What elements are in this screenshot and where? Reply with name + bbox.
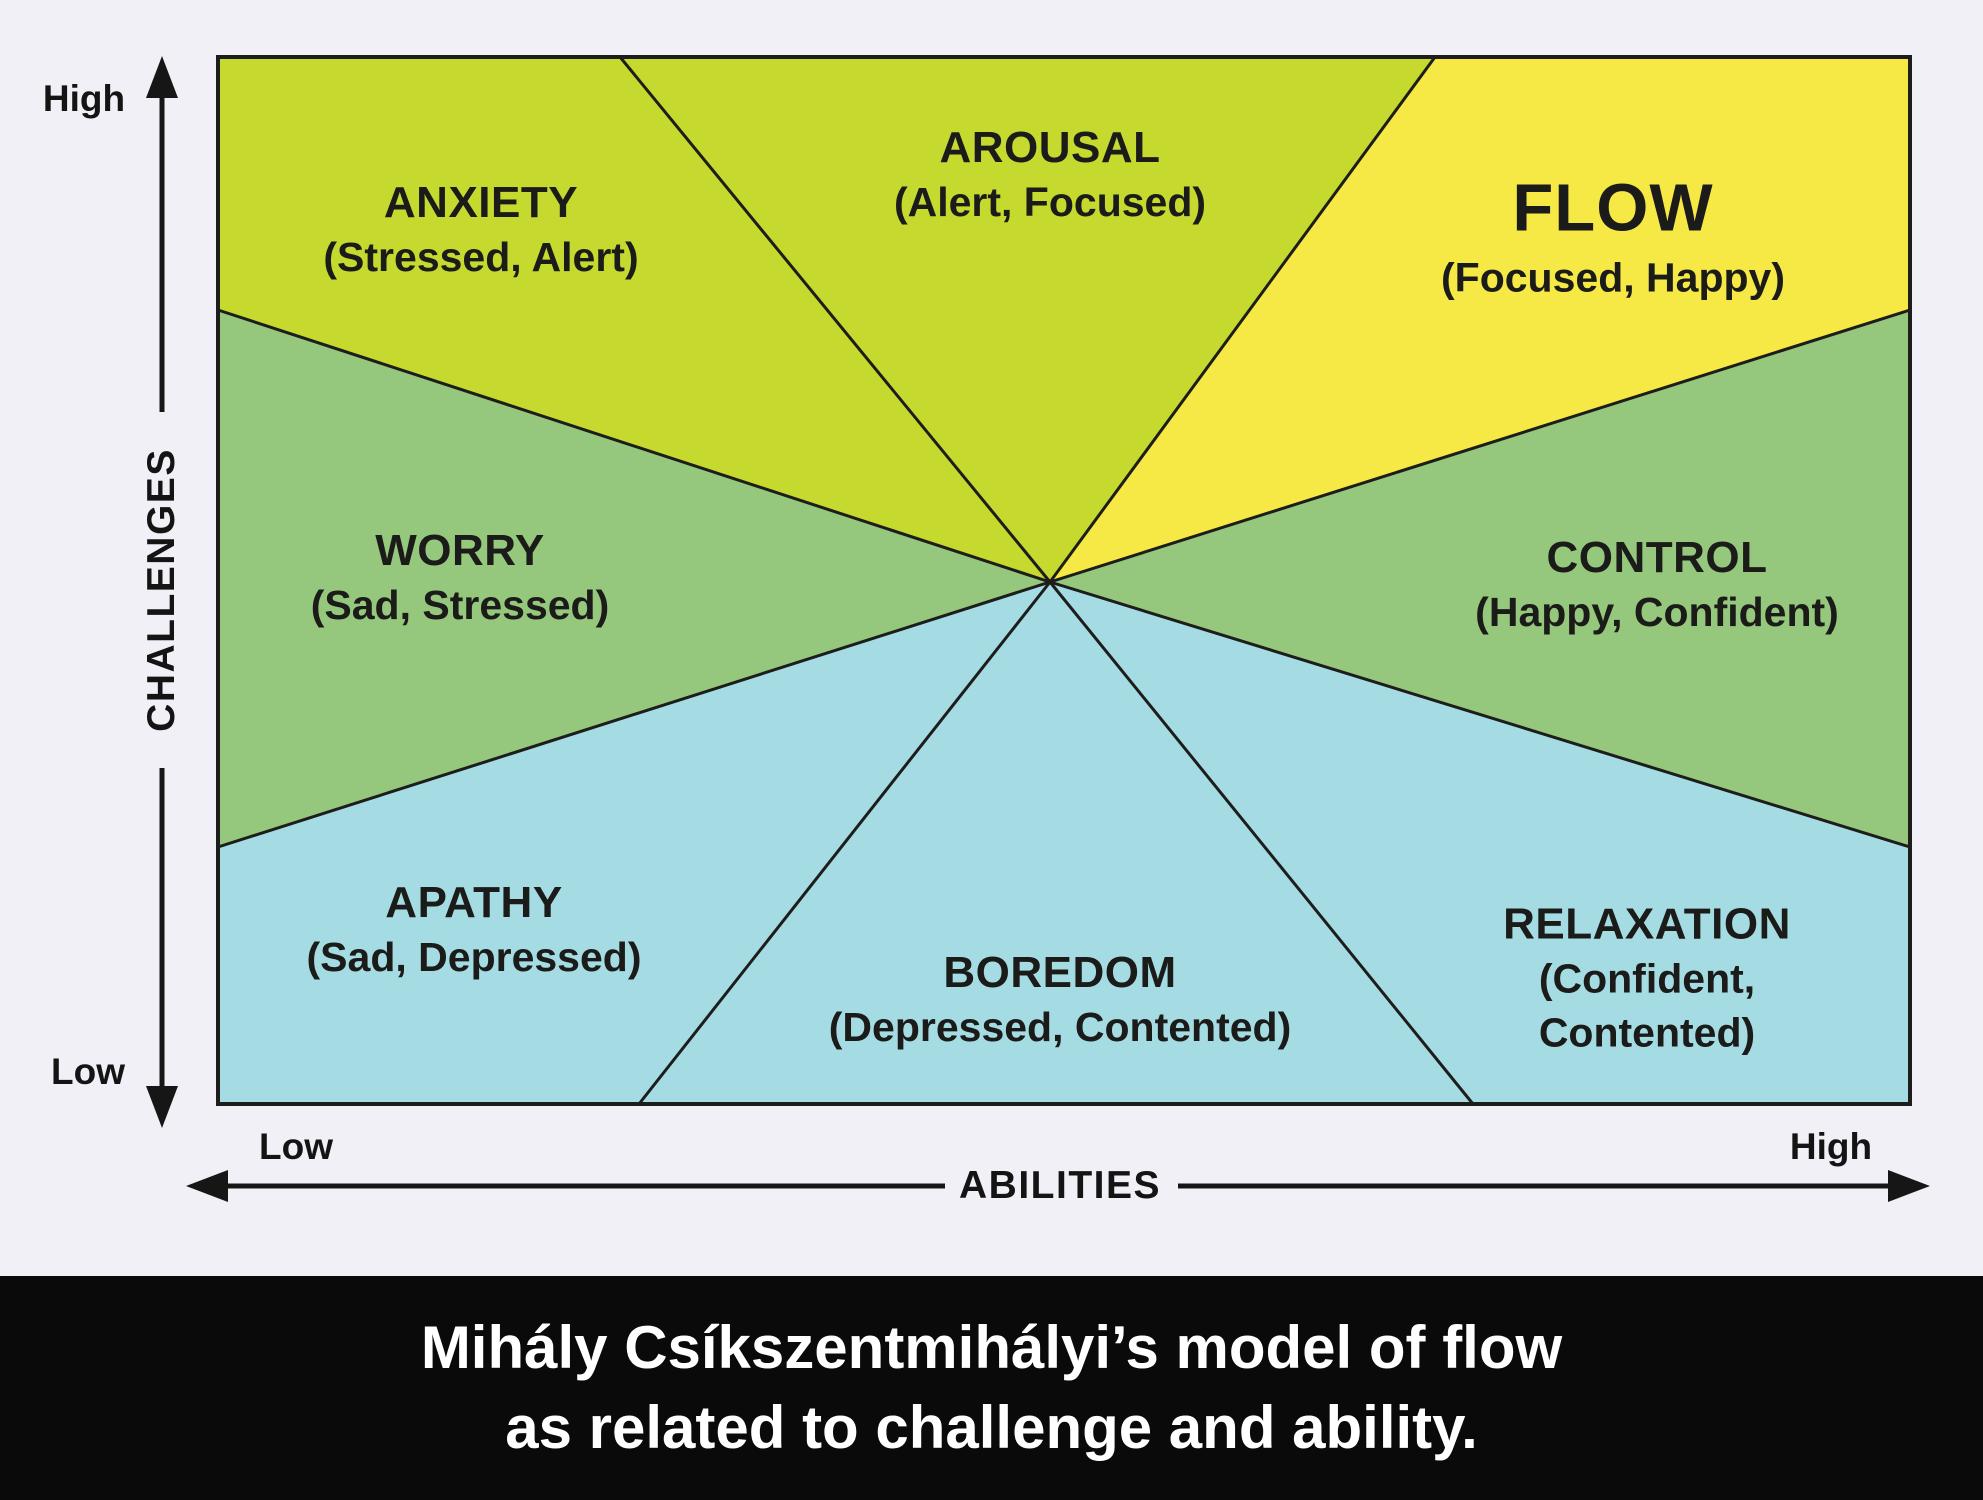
abilities-axis-title: ABILITIES bbox=[958, 1164, 1162, 1207]
abilities-high-label: High bbox=[1789, 1126, 1873, 1167]
boundary-flow-control bbox=[1049, 308, 1911, 584]
caption-bar: Mihály Csíkszentmihályi’s model of flow … bbox=[0, 1276, 1983, 1500]
challenges-high-label: High bbox=[42, 78, 126, 119]
region-title-apathy: APATHY bbox=[385, 878, 563, 928]
region-anxiety-shape bbox=[218, 57, 1050, 582]
challenges-axis-title: CHALLENGES bbox=[140, 448, 183, 732]
region-label-arousal: AROUSAL (Alert, Focused) bbox=[894, 120, 1206, 230]
abilities-low-label: Low bbox=[259, 1126, 333, 1167]
region-label-control: CONTROL (Happy, Confident) bbox=[1475, 530, 1839, 640]
caption-line1: Mihály Csíkszentmihályi’s model of flow bbox=[420, 1313, 1563, 1381]
region-title-worry: WORRY bbox=[375, 526, 545, 576]
right-arrowhead-icon bbox=[1888, 1170, 1930, 1202]
region-subtitle-worry: (Sad, Stressed) bbox=[310, 582, 610, 629]
region-subtitle-arousal: (Alert, Focused) bbox=[893, 179, 1207, 226]
region-subtitle-anxiety: (Stressed, Alert) bbox=[323, 234, 639, 281]
boundary-anxiety-worry bbox=[217, 308, 1051, 584]
region-label-flow: FLOW (Focused, Happy) bbox=[1441, 165, 1785, 304]
region-title-control: CONTROL bbox=[1546, 533, 1768, 583]
down-arrowhead-icon bbox=[146, 1086, 178, 1128]
boundary-relaxation-boredom bbox=[1048, 581, 1475, 1105]
caption-line2: as related to challenge and ability. bbox=[505, 1394, 1478, 1461]
region-flow-shape bbox=[1050, 57, 1910, 582]
region-subtitle-control: (Happy, Confident) bbox=[1475, 589, 1839, 636]
chart-border bbox=[216, 55, 1912, 1106]
region-title-boredom: BOREDOM bbox=[943, 948, 1177, 998]
region-subtitle-relaxation: (Confident, Contented) bbox=[1538, 955, 1756, 1056]
region-title-anxiety: ANXIETY bbox=[383, 178, 579, 228]
abilities-axis bbox=[186, 1170, 1930, 1202]
boundary-control-relaxation bbox=[1049, 580, 1911, 849]
region-label-apathy: APATHY (Sad, Depressed) bbox=[307, 875, 642, 985]
up-arrowhead-icon bbox=[146, 56, 178, 98]
region-relaxation-shape bbox=[1050, 582, 1910, 1104]
region-title-arousal: AROUSAL bbox=[939, 123, 1161, 173]
region-label-worry: WORRY (Sad, Stressed) bbox=[311, 523, 610, 633]
region-label-boredom: BOREDOM (Depressed, Contented) bbox=[829, 945, 1291, 1055]
region-label-anxiety: ANXIETY (Stressed, Alert) bbox=[323, 175, 638, 285]
boundary-anxiety-arousal bbox=[618, 56, 1052, 583]
region-subtitle-apathy: (Sad, Depressed) bbox=[306, 934, 642, 981]
region-subtitle-flow: (Focused, Happy) bbox=[1441, 254, 1785, 301]
left-arrowhead-icon bbox=[186, 1170, 228, 1202]
region-arousal-shape bbox=[620, 57, 1435, 582]
region-control-shape bbox=[1050, 310, 1910, 847]
region-label-relaxation: RELAXATION (Confident, Contented) bbox=[1492, 897, 1802, 1060]
region-subtitle-boredom: (Depressed, Contented) bbox=[828, 1004, 1292, 1051]
boundary-boredom-apathy bbox=[637, 581, 1052, 1105]
region-worry-shape bbox=[218, 310, 1050, 847]
boundary-arousal-flow bbox=[1048, 56, 1437, 583]
challenges-low-label: Low bbox=[51, 1051, 125, 1092]
challenges-axis bbox=[146, 56, 178, 1128]
region-boredom-shape bbox=[639, 582, 1473, 1104]
region-apathy-shape bbox=[218, 582, 1050, 1104]
regions-layer bbox=[218, 57, 1910, 1104]
region-title-relaxation: RELAXATION bbox=[1503, 899, 1791, 949]
region-title-flow: FLOW bbox=[1512, 170, 1714, 246]
region-boundary-lines bbox=[217, 56, 1911, 1105]
boundary-apathy-worry bbox=[217, 580, 1051, 849]
